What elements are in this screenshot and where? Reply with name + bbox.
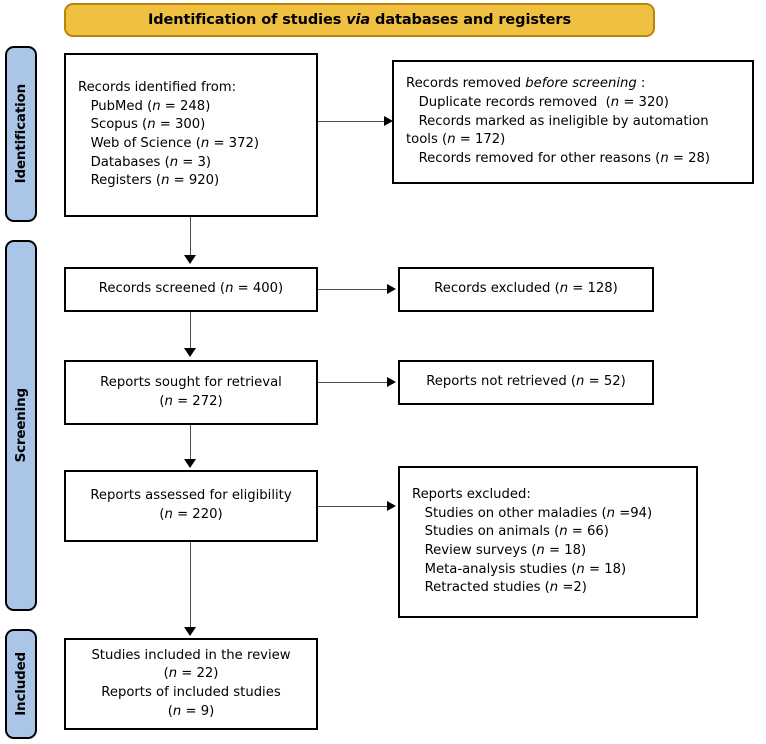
box-reports-sought-for-retrieval: Reports sought for retrieval (n = 272): [64, 360, 318, 425]
arrow-down-icon: [184, 627, 196, 636]
stage-tab-included: Included: [5, 629, 37, 739]
stage-label-screening: Screening: [13, 388, 29, 463]
arrow-down-icon: [184, 348, 196, 357]
box-records-removed-text: Records removed before screening : Dupli…: [406, 76, 711, 167]
arrow-down-icon: [184, 255, 196, 264]
diagram-title: Identification of studies via databases …: [148, 12, 571, 28]
box-reports-assessed-text: Reports assessed for eligibility (n = 22…: [90, 488, 292, 522]
box-records-identified-text: Records identified from: PubMed (n = 248…: [78, 79, 259, 189]
diagram-title-suffix: databases and registers: [370, 12, 571, 28]
connector-assessed-to-included: [190, 542, 191, 630]
box-records-identified: Records identified from: PubMed (n = 248…: [64, 53, 318, 217]
arrow-right-icon: [387, 377, 396, 387]
arrow-right-icon: [387, 284, 396, 294]
box-records-screened: Records screened (n = 400): [64, 267, 318, 312]
box-records-screened-text: Records screened (n = 400): [98, 281, 284, 297]
box-records-excluded-text: Records excluded (n = 128): [434, 281, 618, 297]
box-studies-included: Studies included in the review (n = 22) …: [64, 638, 318, 730]
box-studies-included-text: Studies included in the review (n = 22) …: [91, 647, 291, 719]
stage-tab-screening: Screening: [5, 240, 37, 611]
box-reports-assessed-for-eligibility: Reports assessed for eligibility (n = 22…: [64, 470, 318, 542]
box-reports-sought-text: Reports sought for retrieval (n = 272): [100, 374, 282, 409]
connector-assessed-to-excluded-reports: [318, 506, 388, 507]
arrow-right-icon: [384, 116, 393, 126]
connector-sought-to-not-retrieved: [318, 382, 388, 383]
diagram-title-emphasis: via: [346, 12, 371, 28]
connector-sought-to-assessed: [190, 425, 191, 462]
box-records-excluded: Records excluded (n = 128): [398, 267, 654, 312]
box-reports-not-retrieved-text: Reports not retrieved (n = 52): [426, 374, 626, 390]
box-reports-excluded-text: Reports excluded: Studies on other malad…: [412, 486, 653, 596]
box-reports-not-retrieved: Reports not retrieved (n = 52): [398, 360, 654, 405]
connector-screened-to-sought: [190, 312, 191, 350]
arrow-right-icon: [387, 501, 396, 511]
box-records-removed-before-screening: Records removed before screening : Dupli…: [392, 60, 754, 184]
box-reports-excluded: Reports excluded: Studies on other malad…: [398, 466, 698, 618]
arrow-down-icon: [184, 459, 196, 468]
diagram-title-prefix: Identification of studies: [147, 12, 347, 28]
stage-label-identification: Identification: [13, 84, 29, 184]
stage-tab-identification: Identification: [5, 46, 37, 222]
connector-identified-to-removed: [318, 121, 386, 122]
stage-label-included: Included: [13, 652, 29, 716]
diagram-header-banner: Identification of studies via databases …: [64, 3, 655, 37]
connector-identified-to-screened: [190, 217, 191, 259]
connector-screened-to-excluded: [318, 289, 388, 290]
